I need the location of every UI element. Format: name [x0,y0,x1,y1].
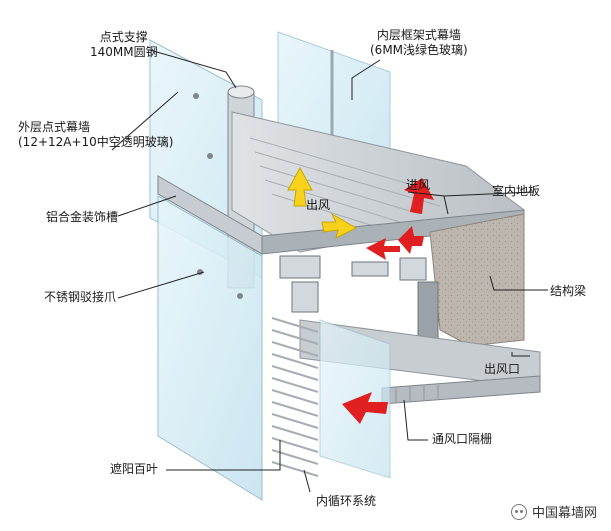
label-air-in: 进风 [406,178,431,192]
leader-lines [111,49,548,493]
label-steel-tube: 140MM圆钢 [90,45,158,59]
red-arrow-left [366,238,400,260]
label-point-support-block: 点式支撑 140MM圆钢 [90,30,158,60]
label-inner-glass: (6MM浅绿色玻璃) [370,43,468,57]
label-inner-wall-block: 内层框架式幕墙 (6MM浅绿色玻璃) [370,28,468,58]
aluminum-profiles [279,255,427,313]
label-point-support: 点式支撑 [99,30,148,44]
label-inner-circulation: 内循环系统 [316,494,377,508]
vent-grille-bars [395,385,439,402]
outer-glass-pane-lower [157,195,263,501]
label-inner-wall: 内层框架式幕墙 [376,28,461,42]
label-air-outlet: 出风口 [484,362,521,376]
red-arrow-in [404,178,434,214]
label-structural-beam: 结构梁 [550,284,587,298]
label-outer-wall: 外层点式幕墙 [18,120,91,134]
label-sunshade: 遮阳百叶 [110,462,159,476]
tube-top [227,85,255,99]
vent-grille-plate [381,375,541,405]
yellow-arrow-up [287,166,313,207]
label-outer-glass: (12+12A+10中空透明玻璃) [18,135,174,149]
watermark-text: 中国幕墙网 [531,506,597,521]
label-air-out: 出风 [306,198,331,212]
watermark: 中国幕墙网 [510,502,597,521]
yellow-arrow-diag [321,212,358,239]
floor-grating [249,137,441,229]
label-outer-wall-block: 外层点式幕墙 (12+12A+10中空透明玻璃) [18,120,174,150]
label-vent-grille: 通风口隔栅 [432,432,493,446]
label-spider-claw: 不锈钢驳接爪 [44,290,117,304]
wechat-icon [510,503,527,520]
red-arrow-bottom [342,392,388,424]
sunshade-louvers [271,317,319,477]
red-arrow-down [398,226,424,254]
label-trim-channel: 铝合金装饰槽 [46,210,119,224]
label-indoor-floor: 室内地板 [492,184,541,198]
structural-beam [429,213,525,347]
